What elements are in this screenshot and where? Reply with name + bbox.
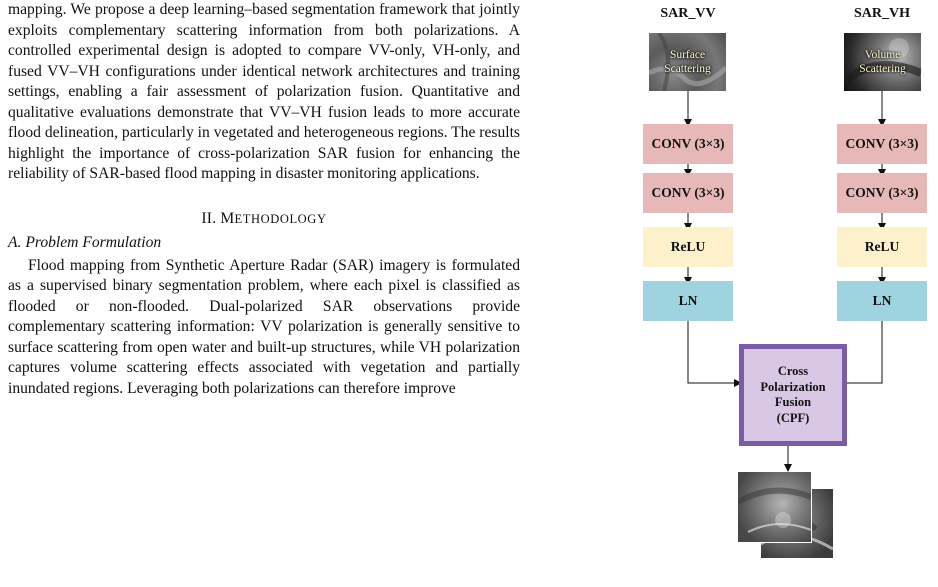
vh-conv2-block: CONV (3×3) [837, 173, 927, 213]
text-column: mapping. We propose a deep learning–base… [8, 0, 520, 399]
sar-vv-label: SAR_VV [660, 6, 716, 21]
subsection-heading: A. Problem Formulation [8, 233, 162, 251]
cpf-line-3: Fusion [774, 395, 812, 409]
vv-thumb-line-2: Scattering [664, 63, 711, 75]
architecture-diagram: SAR_VV SAR_VH Surface Scattering Volume … [600, 0, 938, 587]
vh-thumb-line-1: Volume [864, 49, 901, 61]
cpf-line-2: Polarization [760, 379, 826, 394]
vh-conv1-block: CONV (3×3) [837, 124, 927, 164]
vv-texture [649, 33, 726, 91]
cross-polarization-fusion-block: Cross Polarization Fusion (CPF) [739, 344, 847, 446]
vh-thumb-line-2: Scattering [859, 63, 906, 75]
vv-relu-block: ReLU [643, 227, 733, 267]
cpf-line-4: (CPF) [776, 410, 810, 425]
vh-texture [844, 38, 921, 86]
output-image-front [738, 472, 811, 542]
intro-paragraph: mapping. We propose a deep learning–base… [8, 1, 520, 182]
vh-input-image: Volume Scattering [844, 33, 921, 91]
section-heading: II. METHODOLOGY [8, 210, 520, 228]
output-front-texture [738, 487, 811, 533]
body-paragraph: Flood mapping from Synthetic Aperture Ra… [8, 256, 520, 397]
section-number: II. M [201, 209, 235, 227]
vh-relu-block: ReLU [837, 227, 927, 267]
vv-conv1-block: CONV (3×3) [643, 124, 733, 164]
cpf-line-1: Cross [777, 364, 809, 378]
section-title-rest: ETHODOLOGY [234, 211, 327, 226]
cpf-label: Cross Polarization Fusion (CPF) [760, 364, 825, 426]
vv-input-image: Surface Scattering [649, 33, 726, 91]
vv-ln-block: LN [643, 281, 733, 321]
vv-conv2-block: CONV (3×3) [643, 173, 733, 213]
vh-ln-block: LN [837, 281, 927, 321]
vv-thumb-caption: Surface Scattering [664, 48, 711, 76]
vv-thumb-line-1: Surface [669, 49, 706, 61]
vh-thumb-caption: Volume Scattering [859, 48, 906, 76]
sar-vh-label: SAR_VH [853, 6, 910, 21]
